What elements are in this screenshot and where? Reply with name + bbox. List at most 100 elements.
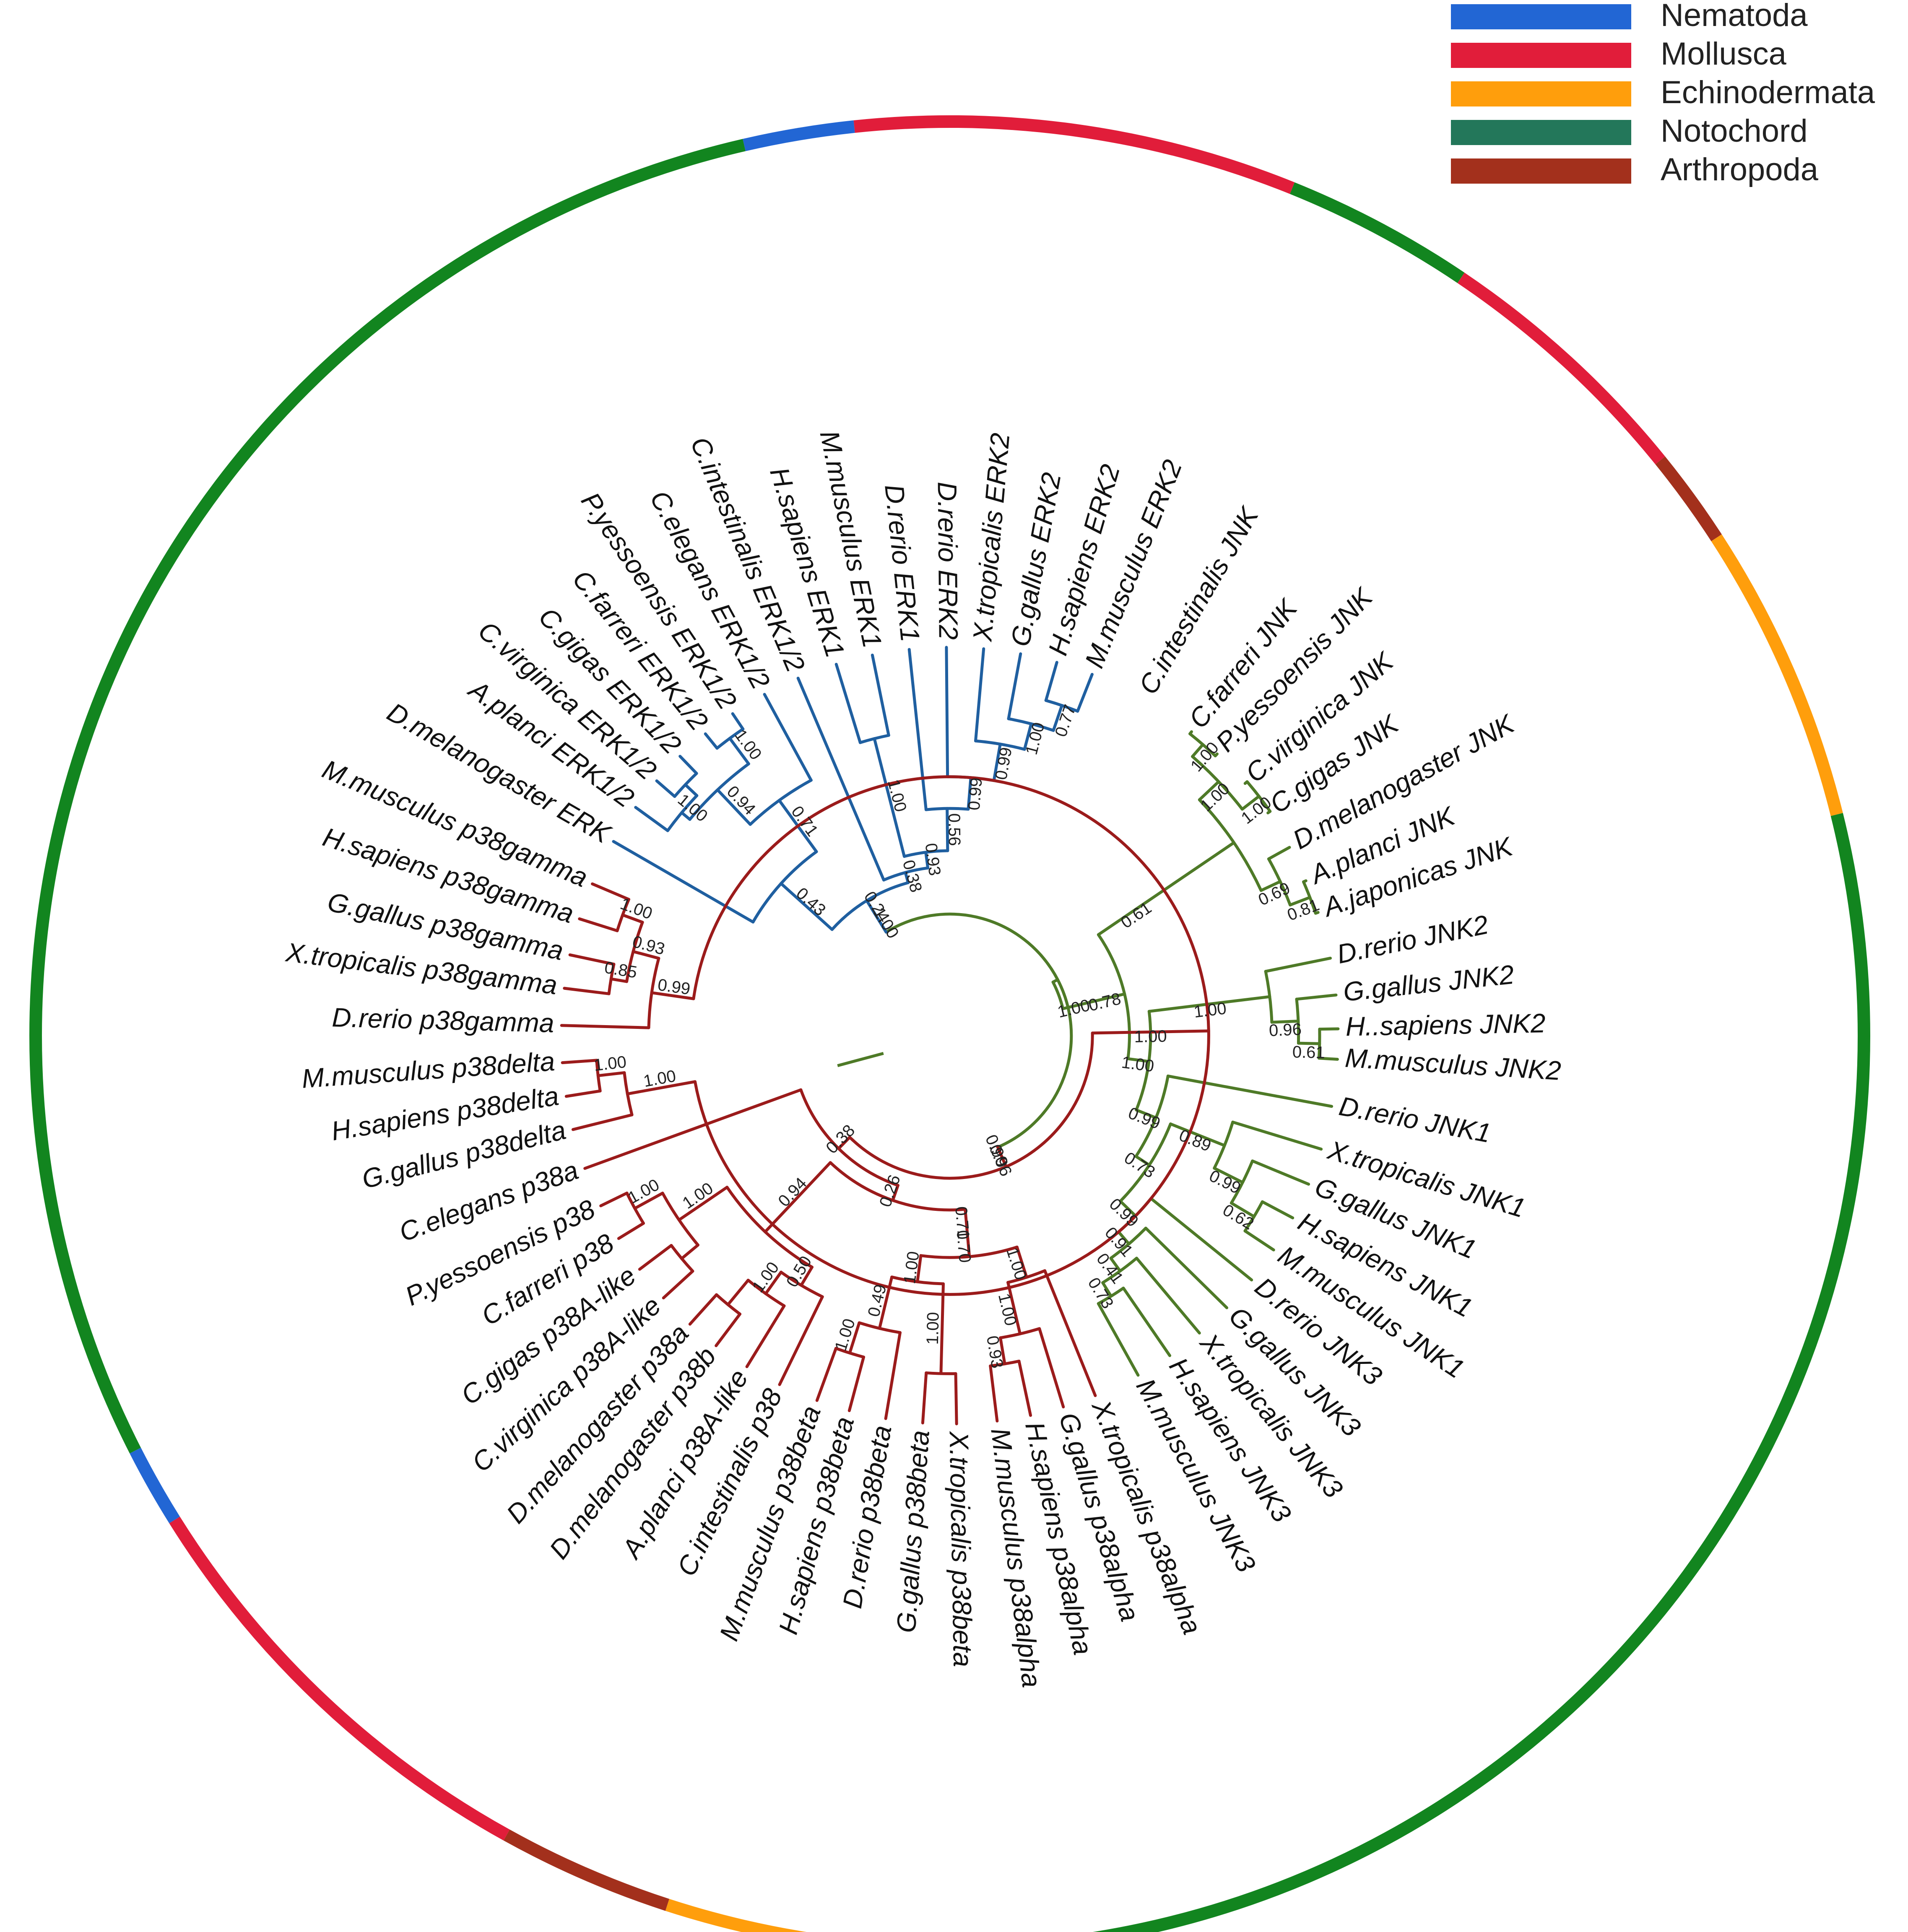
leaf-branch (1302, 879, 1308, 883)
inner-branch (726, 1278, 750, 1306)
inner-branch (837, 1135, 851, 1150)
leaf-branch (1076, 673, 1094, 713)
leaf-branch (1144, 1226, 1229, 1309)
legend-swatch-mollusca (1451, 43, 1631, 68)
leaf-branch (884, 1331, 902, 1420)
tree-branches (560, 646, 1340, 1426)
support-value: 0.38 (899, 858, 925, 894)
leaf-branch (954, 1372, 958, 1426)
inner-branch (650, 991, 695, 1000)
support-value: 0.85 (603, 958, 638, 982)
legend-swatch-notochord (1451, 120, 1631, 145)
leaf-branch (1043, 1269, 1097, 1397)
leaf-branch (655, 779, 676, 798)
branch-arc (625, 921, 644, 983)
leaf-branch (1295, 993, 1338, 1001)
inner-branch (764, 1161, 832, 1233)
leaf-branch (563, 987, 611, 995)
ring-segment-echinodermata (1711, 534, 1843, 816)
support-value: 0.71 (951, 1206, 973, 1240)
inner-branch (1091, 1029, 1210, 1035)
leaf-branch (974, 647, 985, 743)
leaf-label-d-rerio-jnk2: D.rerio JNK2 (1334, 909, 1491, 969)
leaf-label-d-rerio-p38gamma: D.rerio p38gamma (332, 1002, 555, 1038)
branch-arc (1264, 970, 1274, 1024)
branch-arc (974, 739, 1026, 751)
leaf-branch (1007, 652, 1022, 720)
leaf-branch (847, 1356, 866, 1413)
leaf-branch (704, 732, 719, 750)
leaf-branch (1122, 1286, 1172, 1357)
inner-branch (1117, 1230, 1131, 1246)
support-values: 1.000.780.611.001.001.000.690.811.001.00… (593, 702, 1325, 1370)
inner-branch (924, 851, 930, 870)
leaf-branch (1017, 1359, 1032, 1417)
support-value: 0.56 (945, 813, 964, 846)
inner-branch (621, 913, 644, 924)
inner-branch (596, 1071, 626, 1078)
branch-arc (1198, 798, 1263, 892)
support-value: 0.61 (1292, 1043, 1325, 1062)
legend-label-arthropoda: Arthropoda (1661, 152, 1819, 187)
support-value: 0.93 (983, 1335, 1006, 1370)
support-value: 0.96 (1269, 1020, 1302, 1040)
inner-branch (680, 811, 691, 821)
leaf-branch (989, 1364, 999, 1423)
inner-branch (1270, 1020, 1300, 1024)
leaf-branch (834, 662, 862, 744)
ring-segment-notochord (29, 139, 746, 1036)
branch-arc (749, 779, 813, 826)
branch-arc (647, 957, 660, 1029)
branch-arc (751, 850, 818, 924)
inner-branch (891, 1184, 899, 1202)
inner-branch (964, 1208, 969, 1237)
inner-branch (848, 1321, 861, 1355)
leaf-branch (1097, 1302, 1140, 1377)
inner-branch (1230, 1201, 1256, 1218)
branch-arc (1007, 717, 1055, 732)
branch-arc (884, 912, 1073, 1149)
support-value: 0.43 (793, 884, 829, 919)
support-value: 0.99 (1106, 1195, 1142, 1231)
support-value: 1.00 (1003, 1245, 1030, 1282)
support-value: 1.00 (1197, 779, 1233, 815)
support-value: 1.00 (1193, 999, 1227, 1021)
branch-arc (902, 849, 949, 858)
inner-branch (876, 917, 888, 934)
support-value: 0.78 (1087, 989, 1123, 1015)
leaf-branch (1214, 752, 1219, 758)
leaf-branch (634, 806, 669, 832)
root-branch (837, 1052, 884, 1067)
legend-swatch-arthropoda (1451, 158, 1631, 184)
ring-segment-arthropoda (1655, 456, 1722, 541)
branch-arc (882, 866, 930, 882)
ring-segment-nematoda (130, 1447, 180, 1524)
inner-branch (1213, 1166, 1244, 1184)
legend-label-notochord: Notochord (1661, 113, 1808, 149)
support-value: 1.00 (1120, 1053, 1155, 1076)
leaf-branch (745, 1304, 786, 1368)
leaf-branch (571, 1113, 634, 1131)
inner-branch (1101, 1281, 1113, 1298)
support-value: 0.99 (992, 746, 1016, 781)
inner-branch (1167, 841, 1235, 889)
leaf-branch (1317, 1057, 1339, 1061)
leaf-branch (815, 1347, 838, 1402)
branch-arc (1213, 1120, 1235, 1170)
inner-branch (609, 977, 629, 983)
leaf-branch (1266, 810, 1272, 815)
support-value: 0.99 (965, 777, 986, 811)
inner-branch (633, 1192, 664, 1210)
inner-branch (764, 1270, 783, 1295)
inner-branch (1082, 992, 1126, 1005)
leaf-label-g-gallus-jnk2: G.gallus JNK2 (1342, 959, 1515, 1007)
leaf-branch (1166, 1074, 1334, 1108)
leaf-branch (617, 1222, 645, 1240)
branch-arc (692, 775, 1210, 1296)
leaf-branch (1267, 846, 1291, 861)
inner-branch (998, 1150, 1008, 1169)
inner-branch (626, 1080, 697, 1096)
leaf-branch (591, 882, 631, 901)
ring-segment-arthropoda (503, 1829, 669, 1911)
leaf-branch (1243, 780, 1249, 785)
